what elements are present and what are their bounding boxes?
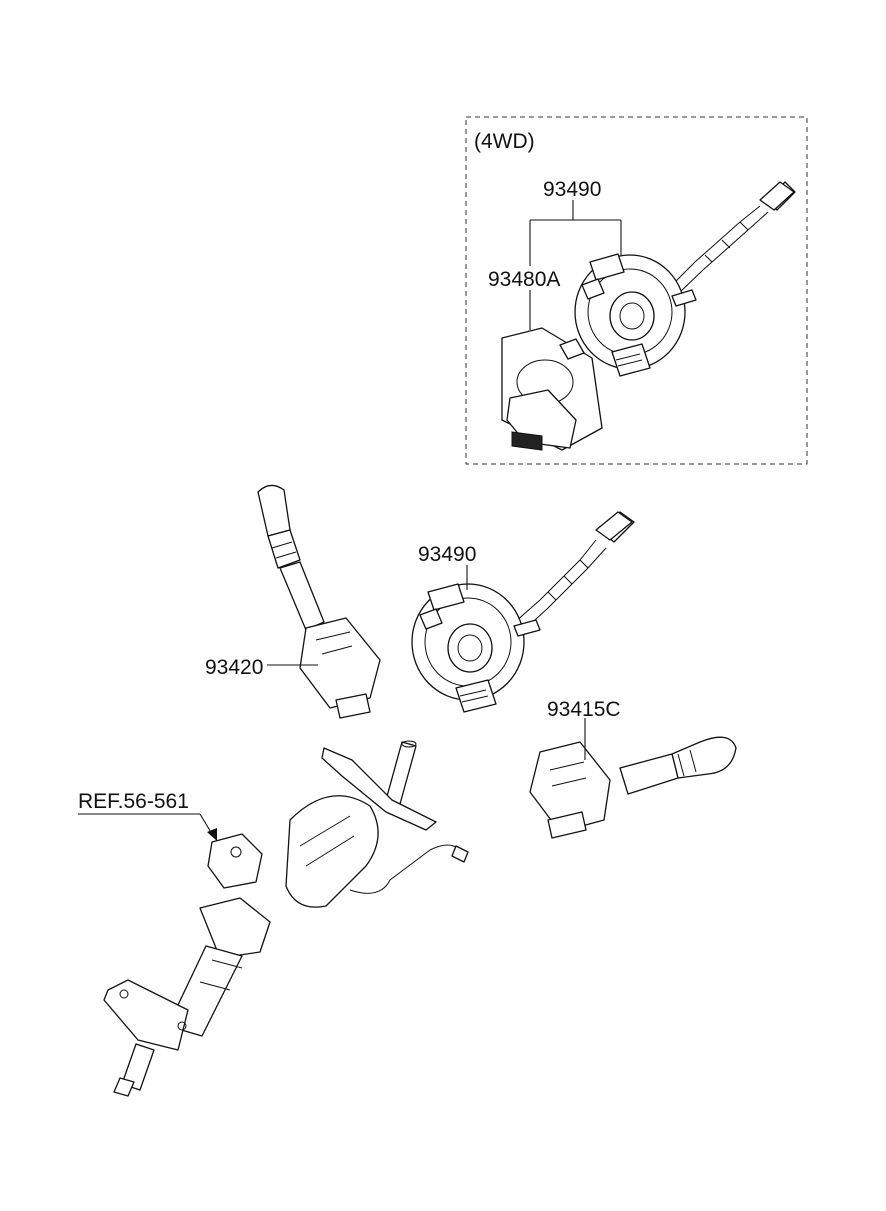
column-reference-callout: REF.56-561 — [78, 790, 189, 813]
steering-column — [103, 740, 469, 1097]
inset-clock-spring — [574, 181, 796, 377]
column-reference-leader — [78, 813, 217, 841]
inset-angle-sensor — [501, 327, 603, 451]
inset-4wd-box — [465, 116, 808, 465]
inset-leader-lines — [529, 200, 622, 330]
inset-clock-spring-callout: 93490 — [543, 178, 602, 201]
light-switch — [257, 484, 381, 719]
wiper-switch — [529, 736, 737, 839]
wiper-switch-callout: 93415C — [547, 698, 621, 721]
light-switch-callout: 93420 — [205, 656, 264, 679]
inset-variant-label: (4WD) — [474, 130, 535, 153]
inset-angle-sensor-callout: 93480A — [488, 268, 561, 291]
clock-spring — [411, 511, 635, 713]
clock-spring-callout: 93490 — [418, 543, 477, 566]
